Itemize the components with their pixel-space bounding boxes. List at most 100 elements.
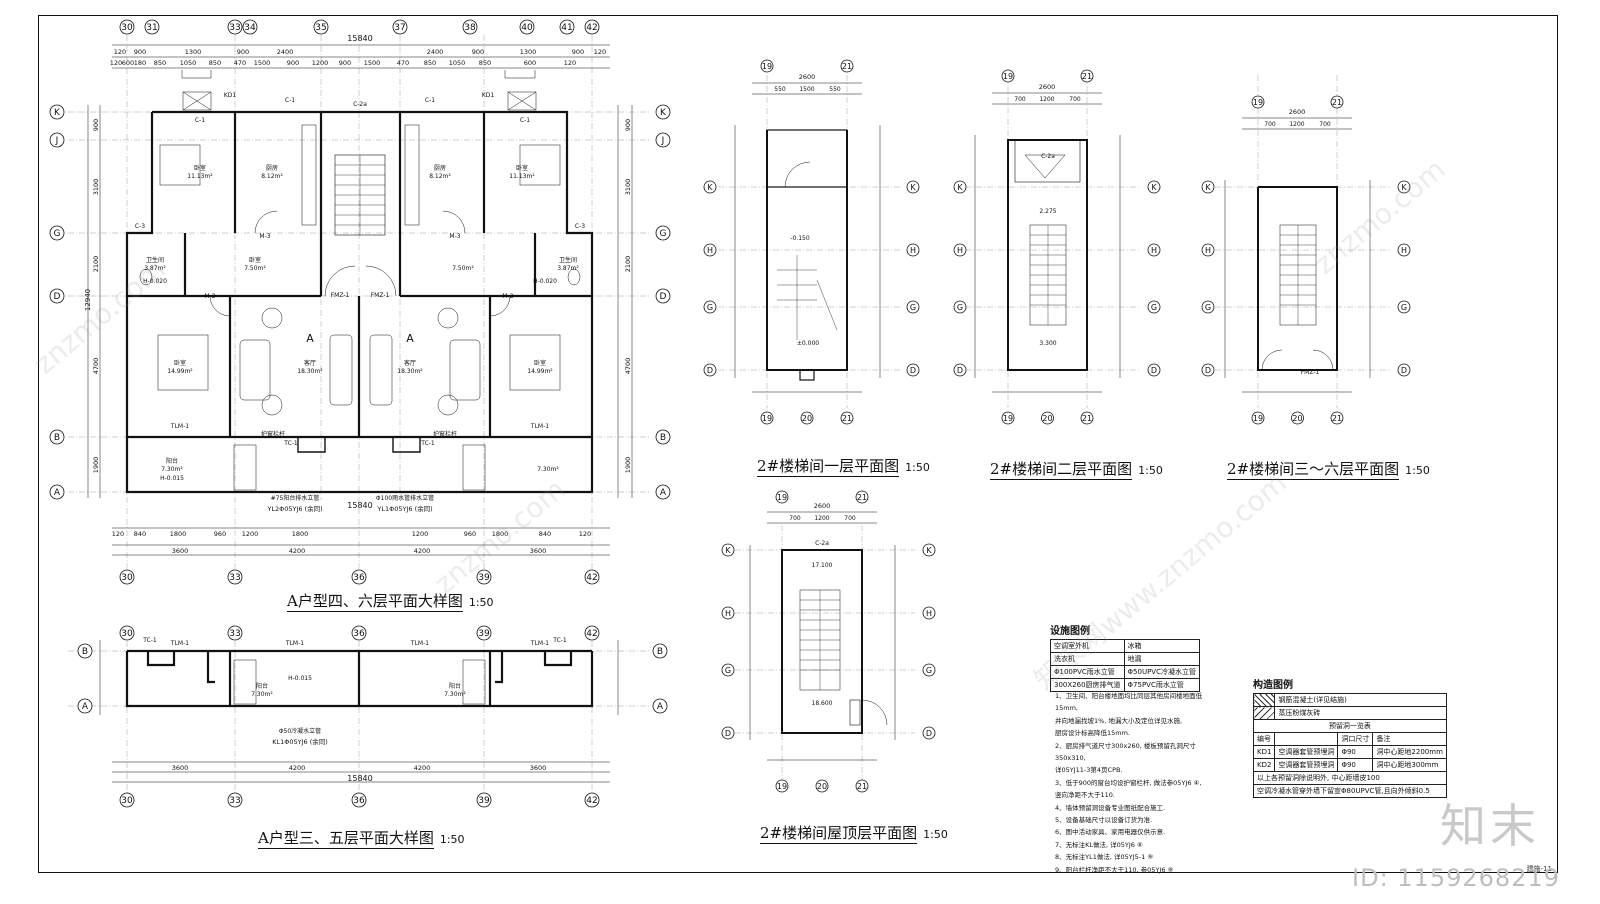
axis-bubble [1001,69,1015,83]
area-balcony-right: 7.30m² [537,466,559,473]
dim-left-total: 12940 [84,289,92,311]
dim-text: 1800 [170,530,187,538]
axis-bubble [1397,363,1411,377]
axis-bubble [922,663,936,677]
dim-text: 850 [209,59,221,67]
axis-bubble [476,625,492,641]
axis-bubble [584,792,600,808]
axis-bubble [721,663,735,677]
axis-bubble [1251,411,1265,425]
axis-label: H [957,246,963,255]
dim-text: 1500 [254,59,271,67]
axis-label: G [1205,303,1211,312]
dim-text: 960 [464,530,476,538]
dim-text: 180 [134,59,146,67]
axis-label: 40 [521,23,533,33]
note-line: 5、设备基础尺寸以设备订货为准. [1055,816,1153,825]
axis-label: 21 [1082,414,1092,423]
mark-c1-left: C-1 [195,117,205,124]
axis-label: K [660,108,667,118]
axis-label: 19 [1253,414,1263,423]
mark-tlm-2d: TLM-1 [530,640,549,647]
axis-bubble [119,569,135,585]
axis-bubble [815,779,829,793]
axis-label: 36 [353,629,365,639]
sheet-number: 建施-11 [1526,865,1552,873]
stair1-lvl-150: -0.150 [790,235,810,242]
legend-row: 空调冷凝水管穿外墙下留宣Φ80UPVC管,且向外倾斜0.5 [1253,784,1447,798]
axis-bubble [922,726,936,740]
pipe-note-1: #75阳台排水立管 [271,494,320,502]
watermark-logo: 知末 [1440,799,1540,853]
axis-bubble [351,792,367,808]
axis-label: G [910,303,916,312]
facility-legend-heading: 设施图例 [1050,626,1090,637]
mark-c3-right: C-3 [575,223,585,230]
legend-row: 空调室外机冰箱 [1050,639,1200,653]
axis-bubble [227,792,243,808]
axis-bubble [1001,411,1015,425]
mark-fmz-right: FMZ-1 [371,292,390,299]
axis-bubble [1201,243,1215,257]
axis-bubble [703,300,717,314]
mark-railing-left: 护窗栏杆 [261,430,285,438]
stair3-w2a: 700 [1264,121,1276,128]
axis-bubble [49,484,65,500]
axis-label: H [707,246,713,255]
dim-text: 900 [624,119,632,131]
axis-bubble [1291,411,1304,425]
axis-label: 21 [857,493,867,502]
note-line: 7、无标注KL做法, 详05YJ6 ⑥ [1055,840,1143,849]
dim-text: 120 [594,48,606,56]
legend-cell: 空调冷凝水管穿外墙下留宣Φ80UPVC管,且向外倾斜0.5 [1253,784,1447,798]
note-line: 并向地漏找坡1%, 地漏大小及定位详见水施, [1055,716,1183,725]
legend-cell: 地漏 [1123,652,1200,666]
legend-cell: 冰箱 [1123,639,1200,653]
axis-label: 20 [1042,414,1052,423]
axis-bubble [49,104,65,120]
axis-label: D [707,366,713,375]
pipe-note-3: Φ50冷凝水立管 [279,727,321,735]
axis-label: 19 [1003,72,1013,81]
axis-label: 20 [802,414,812,423]
dim-text: 1200 [412,530,429,538]
axis-bubble [855,490,869,504]
axis-label: 39 [478,629,490,639]
dim-text: 4700 [92,358,100,375]
axis-label: D [957,366,963,375]
dim-text: 120 [112,530,124,538]
axis-label: 33 [229,796,240,806]
dim-text: 1900 [624,457,632,474]
axis-label: H [1401,246,1407,255]
dim-text: 470 [234,59,246,67]
axis-bubble [313,19,329,35]
axis-bubble [584,19,600,35]
axis-label: A [657,702,664,712]
room-living-right: 客厅 [404,359,416,367]
axis-label: 33 [229,573,240,583]
stair1-lvl-0: ±0.000 [797,340,819,347]
axis-bubble [760,59,774,73]
legend-cell: Φ50UPVC冷凝水立管 [1123,665,1200,679]
dim-text: 1500 [364,59,381,67]
axis-bubble [1251,95,1265,109]
mark-c2a: C-2a [353,101,367,108]
dim-text: 960 [214,530,226,538]
axis-label: G [957,303,963,312]
axis-bubble [49,225,65,241]
axis-label: K [725,546,731,555]
axis-label: H [725,609,731,618]
axis-label: K [910,183,916,192]
stair3-fmc: FMZ-1 [1301,369,1320,376]
axis-bubble [655,225,671,241]
area-living-left: 18.30m² [297,368,323,375]
axis-label: 20 [817,782,827,791]
axis-bubble [655,429,671,445]
stair4-c2a: C-2a [815,540,829,547]
dim-text: 3100 [92,179,100,196]
